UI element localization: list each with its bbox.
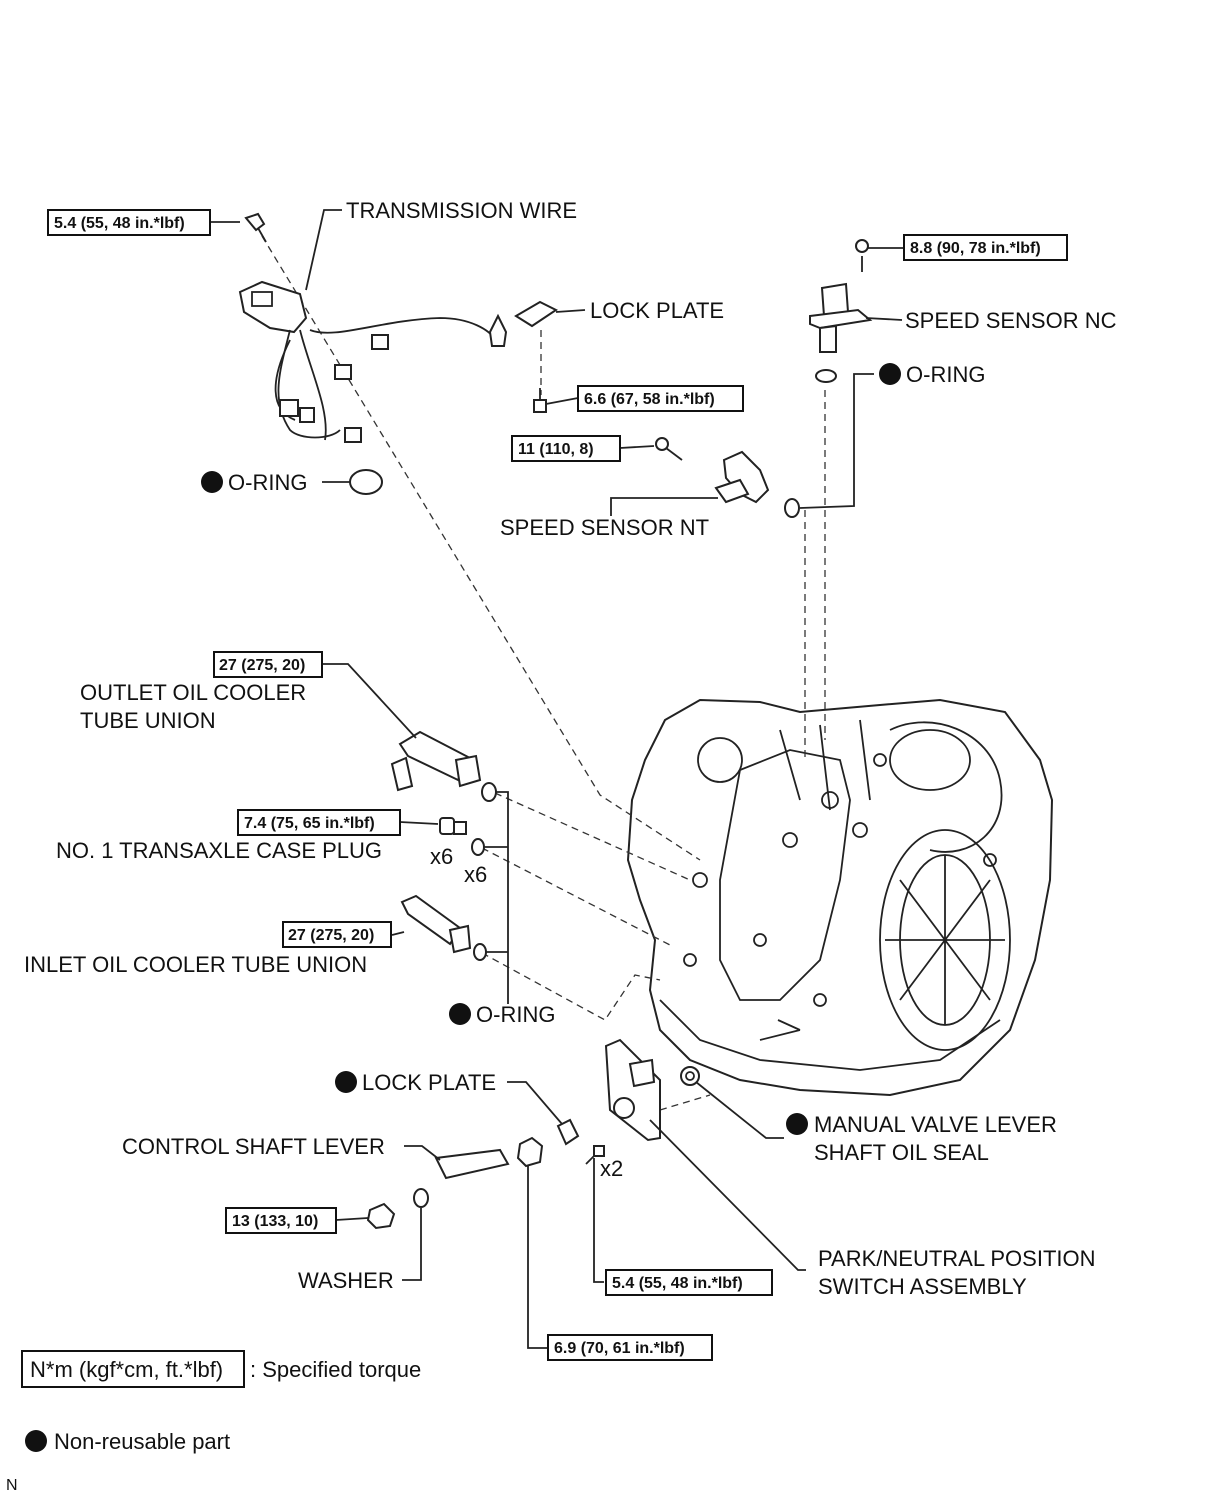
assembly-guide-lines bbox=[261, 235, 826, 1111]
torque-specs: 5.4 (55, 48 in.*lbf) 8.8 (90, 78 in.*lbf… bbox=[47, 209, 1068, 1361]
outlet-union-part bbox=[390, 730, 482, 792]
label-lock-plate-top: LOCK PLATE bbox=[590, 298, 724, 323]
torque-speed-sensor-nt-bolt: 11 (110, 8) bbox=[518, 441, 594, 458]
label-outlet-union-line1: OUTLET OIL COOLER bbox=[80, 680, 306, 705]
torque-lever-nut: 13 (133, 10) bbox=[232, 1213, 318, 1230]
o-ring-nt bbox=[784, 498, 800, 518]
legend: N*m (kgf*cm, ft.*lbf) : Specified torque… bbox=[6, 1350, 421, 1494]
transmission-wire bbox=[238, 212, 508, 443]
label-lock-plate-bottom: LOCK PLATE bbox=[362, 1070, 496, 1095]
label-control-shaft-lever: CONTROL SHAFT LEVER bbox=[122, 1134, 385, 1159]
label-o-ring-bottom: O-RING bbox=[476, 1002, 555, 1027]
nonreusable-marker-oring-bottom bbox=[449, 1003, 471, 1025]
lock-plate-top-part bbox=[514, 300, 558, 328]
label-o-ring-right: O-RING bbox=[906, 362, 985, 387]
nonreusable-marker-oring-right bbox=[879, 363, 901, 385]
label-x6-plug: x6 bbox=[430, 844, 453, 869]
speed-sensor-nc-part bbox=[809, 239, 873, 353]
label-o-ring-left: O-RING bbox=[228, 470, 307, 495]
torque-outlet-union: 27 (275, 20) bbox=[219, 657, 305, 674]
part-labels: TRANSMISSION WIRE LOCK PLATE SPEED SENSO… bbox=[24, 198, 1117, 1299]
nonreusable-markers bbox=[25, 363, 901, 1452]
switch-bolt-part bbox=[585, 1145, 605, 1165]
label-park-switch-line1: PARK/NEUTRAL POSITION bbox=[818, 1246, 1096, 1271]
lock-plate-bolt bbox=[533, 388, 547, 413]
nonreusable-marker-legend bbox=[25, 1430, 47, 1452]
corner-code: N bbox=[6, 1477, 18, 1494]
label-x2: x2 bbox=[600, 1156, 623, 1181]
case-plug-part bbox=[439, 817, 467, 835]
label-outlet-union-line2: TUBE UNION bbox=[80, 708, 216, 733]
transaxle-housing bbox=[626, 698, 1054, 1097]
leader-lines bbox=[210, 209, 904, 1349]
o-ring-left-part bbox=[349, 469, 383, 495]
speed-sensor-nt-bolt bbox=[655, 437, 683, 461]
o-ring-inlet bbox=[473, 943, 487, 961]
torque-case-plug: 7.4 (75, 65 in.*lbf) bbox=[244, 815, 375, 832]
nonreusable-marker-manual-valve bbox=[786, 1113, 808, 1135]
label-transmission-wire: TRANSMISSION WIRE bbox=[346, 198, 577, 223]
label-speed-sensor-nc: SPEED SENSOR NC bbox=[905, 308, 1117, 333]
label-x6-oring: x6 bbox=[464, 862, 487, 887]
o-ring-nc bbox=[815, 369, 837, 383]
legend-torque-box: N*m (kgf*cm, ft.*lbf) bbox=[30, 1357, 223, 1382]
speed-sensor-nt-part bbox=[714, 450, 770, 504]
label-manual-valve-line2: SHAFT OIL SEAL bbox=[814, 1140, 989, 1165]
manual-valve-seal-part bbox=[680, 1066, 700, 1086]
label-park-switch-line2: SWITCH ASSEMBLY bbox=[818, 1274, 1027, 1299]
label-case-plug: NO. 1 TRANSAXLE CASE PLUG bbox=[56, 838, 382, 863]
control-shaft-lever-part bbox=[434, 1148, 510, 1180]
torque-inlet-union: 27 (275, 20) bbox=[288, 927, 374, 944]
torque-switch-nut: 6.9 (70, 61 in.*lbf) bbox=[554, 1340, 685, 1357]
label-inlet-union: INLET OIL COOLER TUBE UNION bbox=[24, 952, 367, 977]
o-ring-outlet bbox=[481, 782, 497, 802]
torque-switch-bolt: 5.4 (55, 48 in.*lbf) bbox=[612, 1275, 743, 1292]
legend-torque-text: : Specified torque bbox=[250, 1357, 421, 1382]
washer-part bbox=[413, 1188, 429, 1208]
lock-plate-bottom-part bbox=[556, 1118, 580, 1146]
nonreusable-marker-oring-left bbox=[201, 471, 223, 493]
switch-nut-part bbox=[516, 1136, 544, 1168]
label-washer: WASHER bbox=[298, 1268, 394, 1293]
o-ring-plug bbox=[471, 838, 485, 856]
nonreusable-marker-lock-plate bbox=[335, 1071, 357, 1093]
label-manual-valve-line1: MANUAL VALVE LEVER bbox=[814, 1112, 1057, 1137]
label-speed-sensor-nt: SPEED SENSOR NT bbox=[500, 515, 709, 540]
lever-nut-part bbox=[366, 1202, 396, 1230]
inlet-union-part bbox=[400, 894, 472, 954]
torque-lock-plate-bolt: 6.6 (67, 58 in.*lbf) bbox=[584, 391, 715, 408]
torque-speed-sensor-nc-bolt: 8.8 (90, 78 in.*lbf) bbox=[910, 240, 1041, 257]
park-switch-part bbox=[604, 1038, 661, 1142]
torque-transmission-wire-bolt: 5.4 (55, 48 in.*lbf) bbox=[54, 215, 185, 232]
legend-nonreusable-text: Non-reusable part bbox=[54, 1429, 230, 1454]
